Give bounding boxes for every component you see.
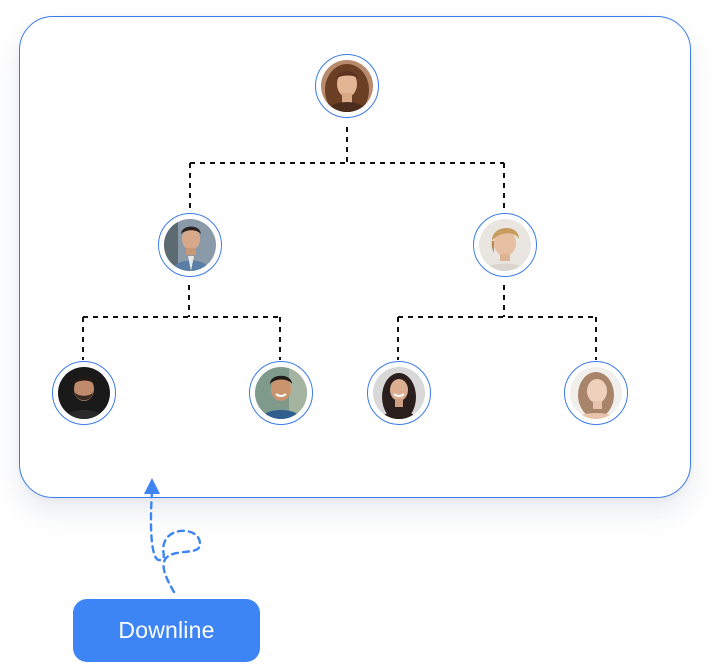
tree-node-level2-right[interactable] bbox=[473, 213, 537, 277]
avatar-man-smiling bbox=[255, 367, 307, 419]
tree-node-level3-3[interactable] bbox=[367, 361, 431, 425]
avatar-man-dark-beard bbox=[58, 367, 110, 419]
tree-node-root[interactable] bbox=[315, 54, 379, 118]
avatar-woman-long-hair bbox=[321, 60, 373, 112]
downline-button[interactable]: Downline bbox=[73, 599, 260, 662]
avatar-woman-dark-hair bbox=[373, 367, 425, 419]
avatar-man-denim-jacket bbox=[164, 219, 216, 271]
tree-node-level3-4[interactable] bbox=[564, 361, 628, 425]
dashed-loop-arrow-up-icon bbox=[144, 478, 202, 594]
tree-node-level3-1[interactable] bbox=[52, 361, 116, 425]
tree-node-level3-2[interactable] bbox=[249, 361, 313, 425]
avatar-man-blond bbox=[479, 219, 531, 271]
avatar-woman-light bbox=[570, 367, 622, 419]
tree-node-level2-left[interactable] bbox=[158, 213, 222, 277]
